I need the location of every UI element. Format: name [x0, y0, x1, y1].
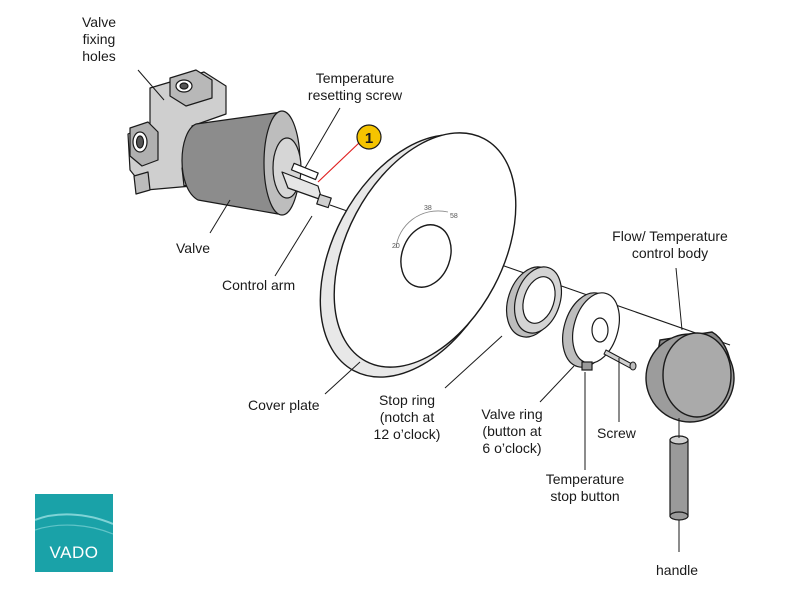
- resetting-screw: [290, 162, 319, 181]
- label-valve: Valve: [176, 240, 210, 256]
- port-hole: [135, 135, 145, 149]
- valve-assembly: [127, 69, 332, 216]
- logo-swoosh-icon: [35, 513, 113, 535]
- stop-ring: [506, 266, 563, 338]
- label-cover-plate: Cover plate: [248, 397, 320, 413]
- screw: [603, 349, 637, 371]
- label-temperature-resetting-screw: Temperature resetting screw: [307, 70, 403, 103]
- label-stop-ring: Stop ring (notch at 12 o’clock): [373, 392, 441, 442]
- leader-lines: [137, 69, 683, 552]
- label-valve-ring: Valve ring (button at 6 o’clock): [481, 406, 543, 456]
- logo-text: VADO: [49, 543, 99, 562]
- cover-plate-hole: [400, 224, 452, 288]
- label-screw: Screw: [597, 425, 636, 441]
- label-flow-temperature-control-body: Flow/ Temperature control body: [612, 228, 728, 261]
- dial-mark-38: 38: [424, 205, 432, 212]
- handle: [669, 435, 689, 521]
- cover-plate: [319, 132, 517, 378]
- callout-badge: [356, 124, 382, 150]
- dial-mark-20: 20: [392, 243, 400, 250]
- label-temperature-stop-button: Temperature stop button: [545, 471, 625, 504]
- vado-logo: VADO: [35, 494, 113, 572]
- control-arm-tip: [316, 193, 332, 209]
- fixing-hole: [179, 82, 189, 90]
- dial-arc: [395, 210, 449, 249]
- dial-mark-58: 58: [450, 213, 458, 220]
- valve-ring: [562, 292, 620, 371]
- temperature-stop-button: [581, 361, 593, 371]
- label-valve-fixing-holes: Valve fixing holes: [82, 14, 116, 64]
- flow-temperature-control-body: [645, 331, 735, 423]
- label-control-arm: Control arm: [222, 277, 296, 293]
- callout-pointer: [317, 141, 361, 183]
- valve-bottom-tab: [133, 171, 151, 195]
- label-handle: handle: [656, 562, 699, 578]
- callout-number: 1: [365, 130, 373, 147]
